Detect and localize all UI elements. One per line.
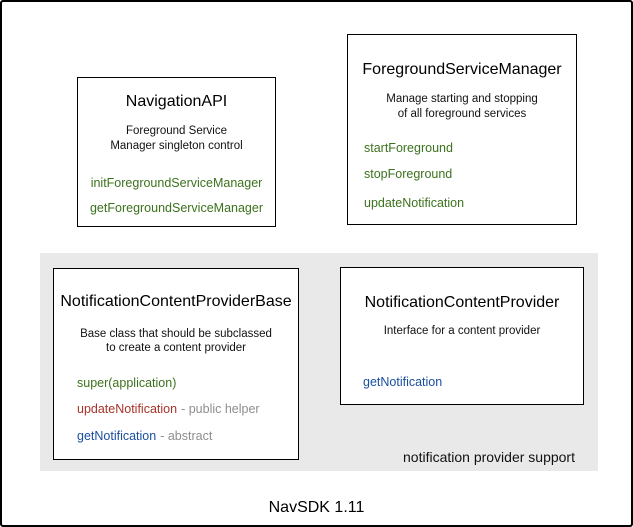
method-name: super(application) bbox=[77, 376, 177, 390]
class-box-notification-content-provider: NotificationContentProvider Interface fo… bbox=[340, 267, 584, 405]
class-title: NavigationAPI bbox=[125, 93, 228, 110]
class-description: Foreground Service Manager singleton con… bbox=[78, 124, 275, 154]
method-name: startForeground bbox=[364, 141, 453, 155]
class-title: ForegroundServiceManager bbox=[362, 61, 562, 78]
class-description: Base class that should be subclassed to … bbox=[54, 327, 298, 355]
description-line: Interface for a content provider bbox=[383, 325, 541, 337]
class-description: Manage starting and stopping of all fore… bbox=[348, 92, 576, 122]
method-line: stopForeground bbox=[364, 166, 452, 182]
method-annotation: - abstract bbox=[160, 429, 213, 443]
method-name: stopForeground bbox=[364, 167, 453, 181]
class-box-foreground-service-manager: ForegroundServiceManager Manage starting… bbox=[347, 34, 577, 225]
class-title: NotificationContentProviderBase bbox=[60, 293, 292, 310]
description-line: to create a content provider bbox=[106, 342, 246, 354]
class-box-navigation-api: NavigationAPI Foreground Service Manager… bbox=[77, 77, 276, 227]
diagram-caption: NavSDK 1.11 bbox=[268, 499, 365, 516]
method-line: updateNotification bbox=[364, 195, 464, 211]
method-line: getForegroundServiceManager bbox=[78, 200, 275, 216]
method-line: initForegroundServiceManager bbox=[78, 175, 275, 191]
description-line: of all foreground services bbox=[397, 108, 527, 120]
description-line: Manage starting and stopping bbox=[386, 93, 538, 105]
method-line: startForeground bbox=[364, 140, 453, 156]
method-line: getNotification- abstract bbox=[77, 428, 212, 444]
description-line: Base class that should be subclassed bbox=[80, 328, 272, 340]
method-name: updateNotification bbox=[364, 196, 465, 210]
method-name: getNotification bbox=[363, 375, 443, 389]
method-name: getNotification bbox=[77, 429, 157, 443]
description-line: Manager singleton control bbox=[110, 140, 243, 152]
class-description: Interface for a content provider bbox=[341, 324, 583, 339]
method-name: getForegroundServiceManager bbox=[89, 201, 264, 215]
method-line: updateNotification- public helper bbox=[77, 401, 260, 417]
description-line: Foreground Service bbox=[126, 125, 227, 137]
panel-label: notification provider support bbox=[403, 449, 575, 465]
method-name: updateNotification bbox=[77, 402, 178, 416]
method-line: super(application) bbox=[77, 375, 176, 391]
method-name: initForegroundServiceManager bbox=[90, 176, 263, 190]
method-line: getNotification bbox=[363, 374, 442, 390]
class-box-notification-content-provider-base: NotificationContentProviderBase Base cla… bbox=[53, 268, 299, 460]
method-annotation: - public helper bbox=[181, 402, 260, 416]
class-title: NotificationContentProvider bbox=[364, 294, 560, 311]
